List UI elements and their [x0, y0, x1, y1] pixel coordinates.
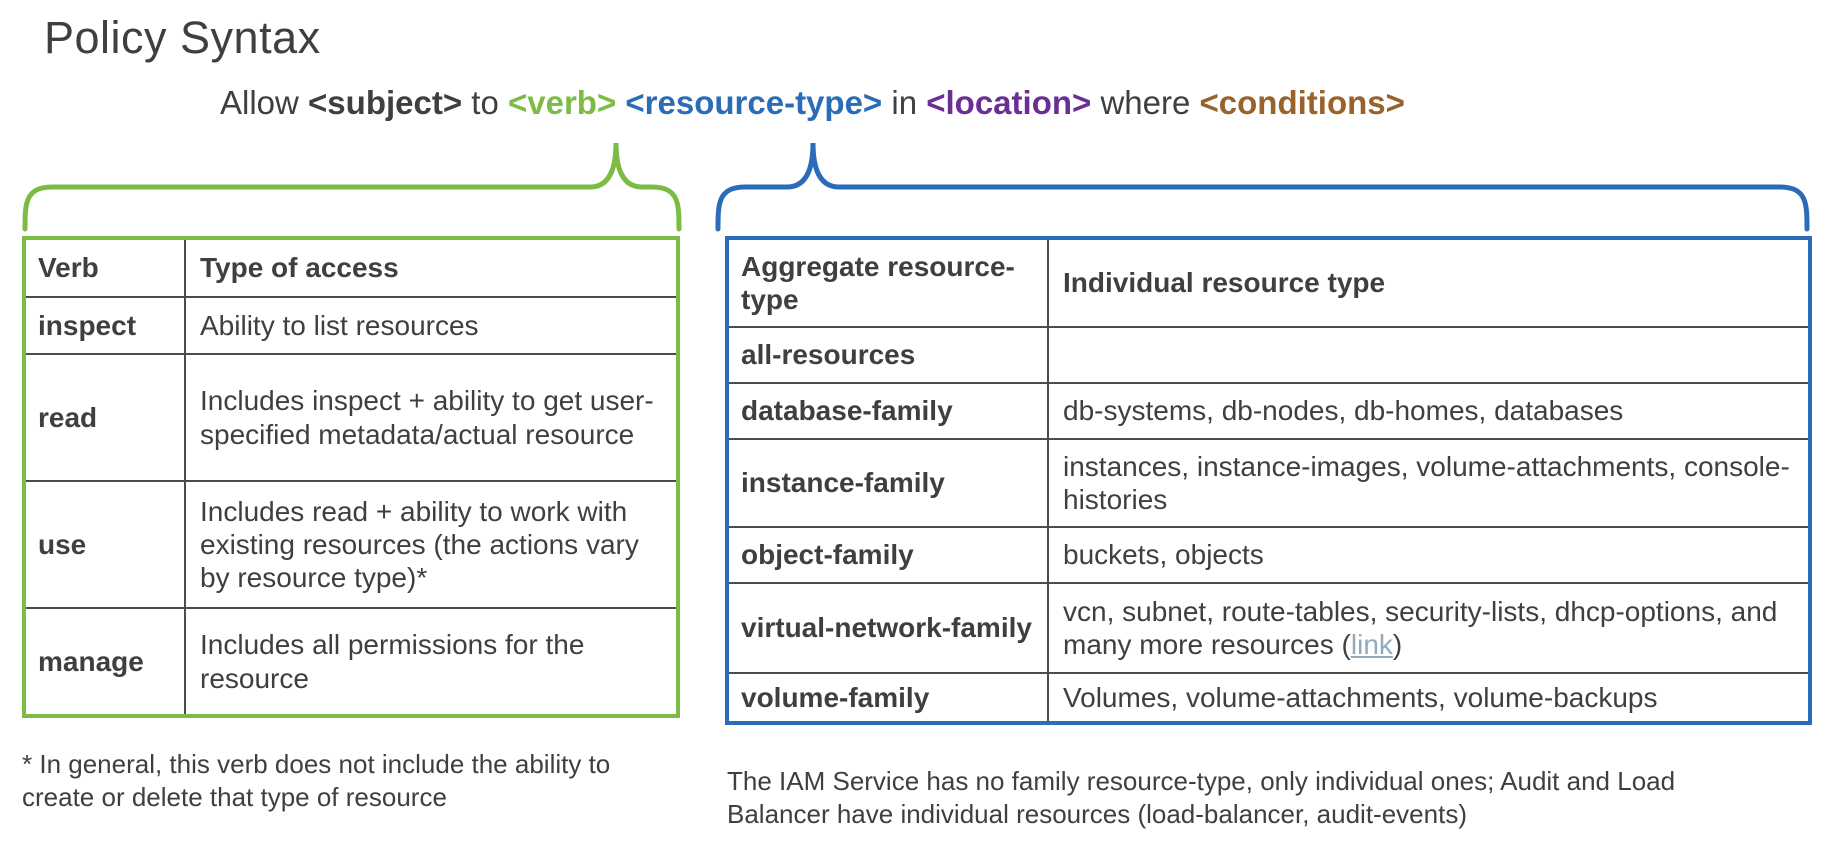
syntax-segment-plain: Allow — [220, 84, 309, 121]
individual-cell: Volumes, volume-attachments, volume-back… — [1049, 672, 1808, 721]
resource-table: Aggregate resource-type Individual resou… — [725, 236, 1812, 725]
verb-cell: inspect — [26, 296, 186, 353]
access-cell: Includes read + ability to work with exi… — [186, 480, 676, 607]
verb-table-footnote: * In general, this verb does not include… — [22, 749, 611, 812]
individual-cell: db-systems, db-nodes, db-homes, database… — [1049, 382, 1808, 438]
vcn-resources-link[interactable]: link — [1350, 629, 1393, 660]
syntax-segment-plain — [616, 84, 625, 121]
syntax-segment-conditions: <conditions> — [1199, 84, 1405, 121]
individual-cell: instances, instance-images, volume-attac… — [1049, 438, 1808, 526]
syntax-segment-plain: where — [1091, 84, 1200, 121]
page-title: Policy Syntax — [44, 12, 321, 63]
access-cell: Includes inspect + ability to get user-s… — [186, 353, 676, 480]
verb-table-header-verb: Verb — [26, 240, 186, 296]
individual-cell: buckets, objects — [1049, 526, 1808, 582]
syntax-segment-plain: to — [462, 84, 508, 121]
policy-syntax-line: Allow <subject> to <verb> <resource-type… — [220, 84, 1405, 122]
individual-text: ) — [1392, 629, 1403, 660]
aggregate-cell: volume-family — [729, 672, 1049, 721]
individual-cell: vcn, subnet, route-tables, security-list… — [1049, 582, 1808, 672]
individual-text: vcn, subnet, route-tables, security-list… — [1063, 595, 1778, 660]
verb-brace-icon — [22, 142, 682, 232]
syntax-segment-verb: <verb> — [507, 84, 617, 121]
verb-cell: read — [26, 353, 186, 480]
syntax-segment-resource: <resource-type> — [625, 84, 883, 121]
aggregate-cell: virtual-network-family — [729, 582, 1049, 672]
resource-type-brace-icon — [715, 142, 1810, 232]
aggregate-cell: database-family — [729, 382, 1049, 438]
syntax-segment-location: <location> — [926, 84, 1092, 121]
aggregate-cell: all-resources — [729, 326, 1049, 382]
aggregate-cell: object-family — [729, 526, 1049, 582]
verb-cell: manage — [26, 607, 186, 714]
syntax-segment-plain: in — [882, 84, 927, 121]
resource-table-header-individual: Individual resource type — [1063, 267, 1386, 299]
syntax-segment-subject: <subject> — [308, 84, 463, 121]
individual-cell — [1049, 326, 1808, 382]
resource-table-footnote: The IAM Service has no family resource-t… — [727, 766, 1676, 829]
aggregate-cell: instance-family — [729, 438, 1049, 526]
access-cell: Ability to list resources — [186, 296, 676, 353]
resource-table-header-aggregate: Aggregate resource-type — [729, 240, 1049, 326]
verb-table-header-access: Type of access — [200, 252, 399, 284]
verb-cell: use — [26, 480, 186, 607]
access-cell: Includes all permissions for the resourc… — [186, 607, 676, 714]
